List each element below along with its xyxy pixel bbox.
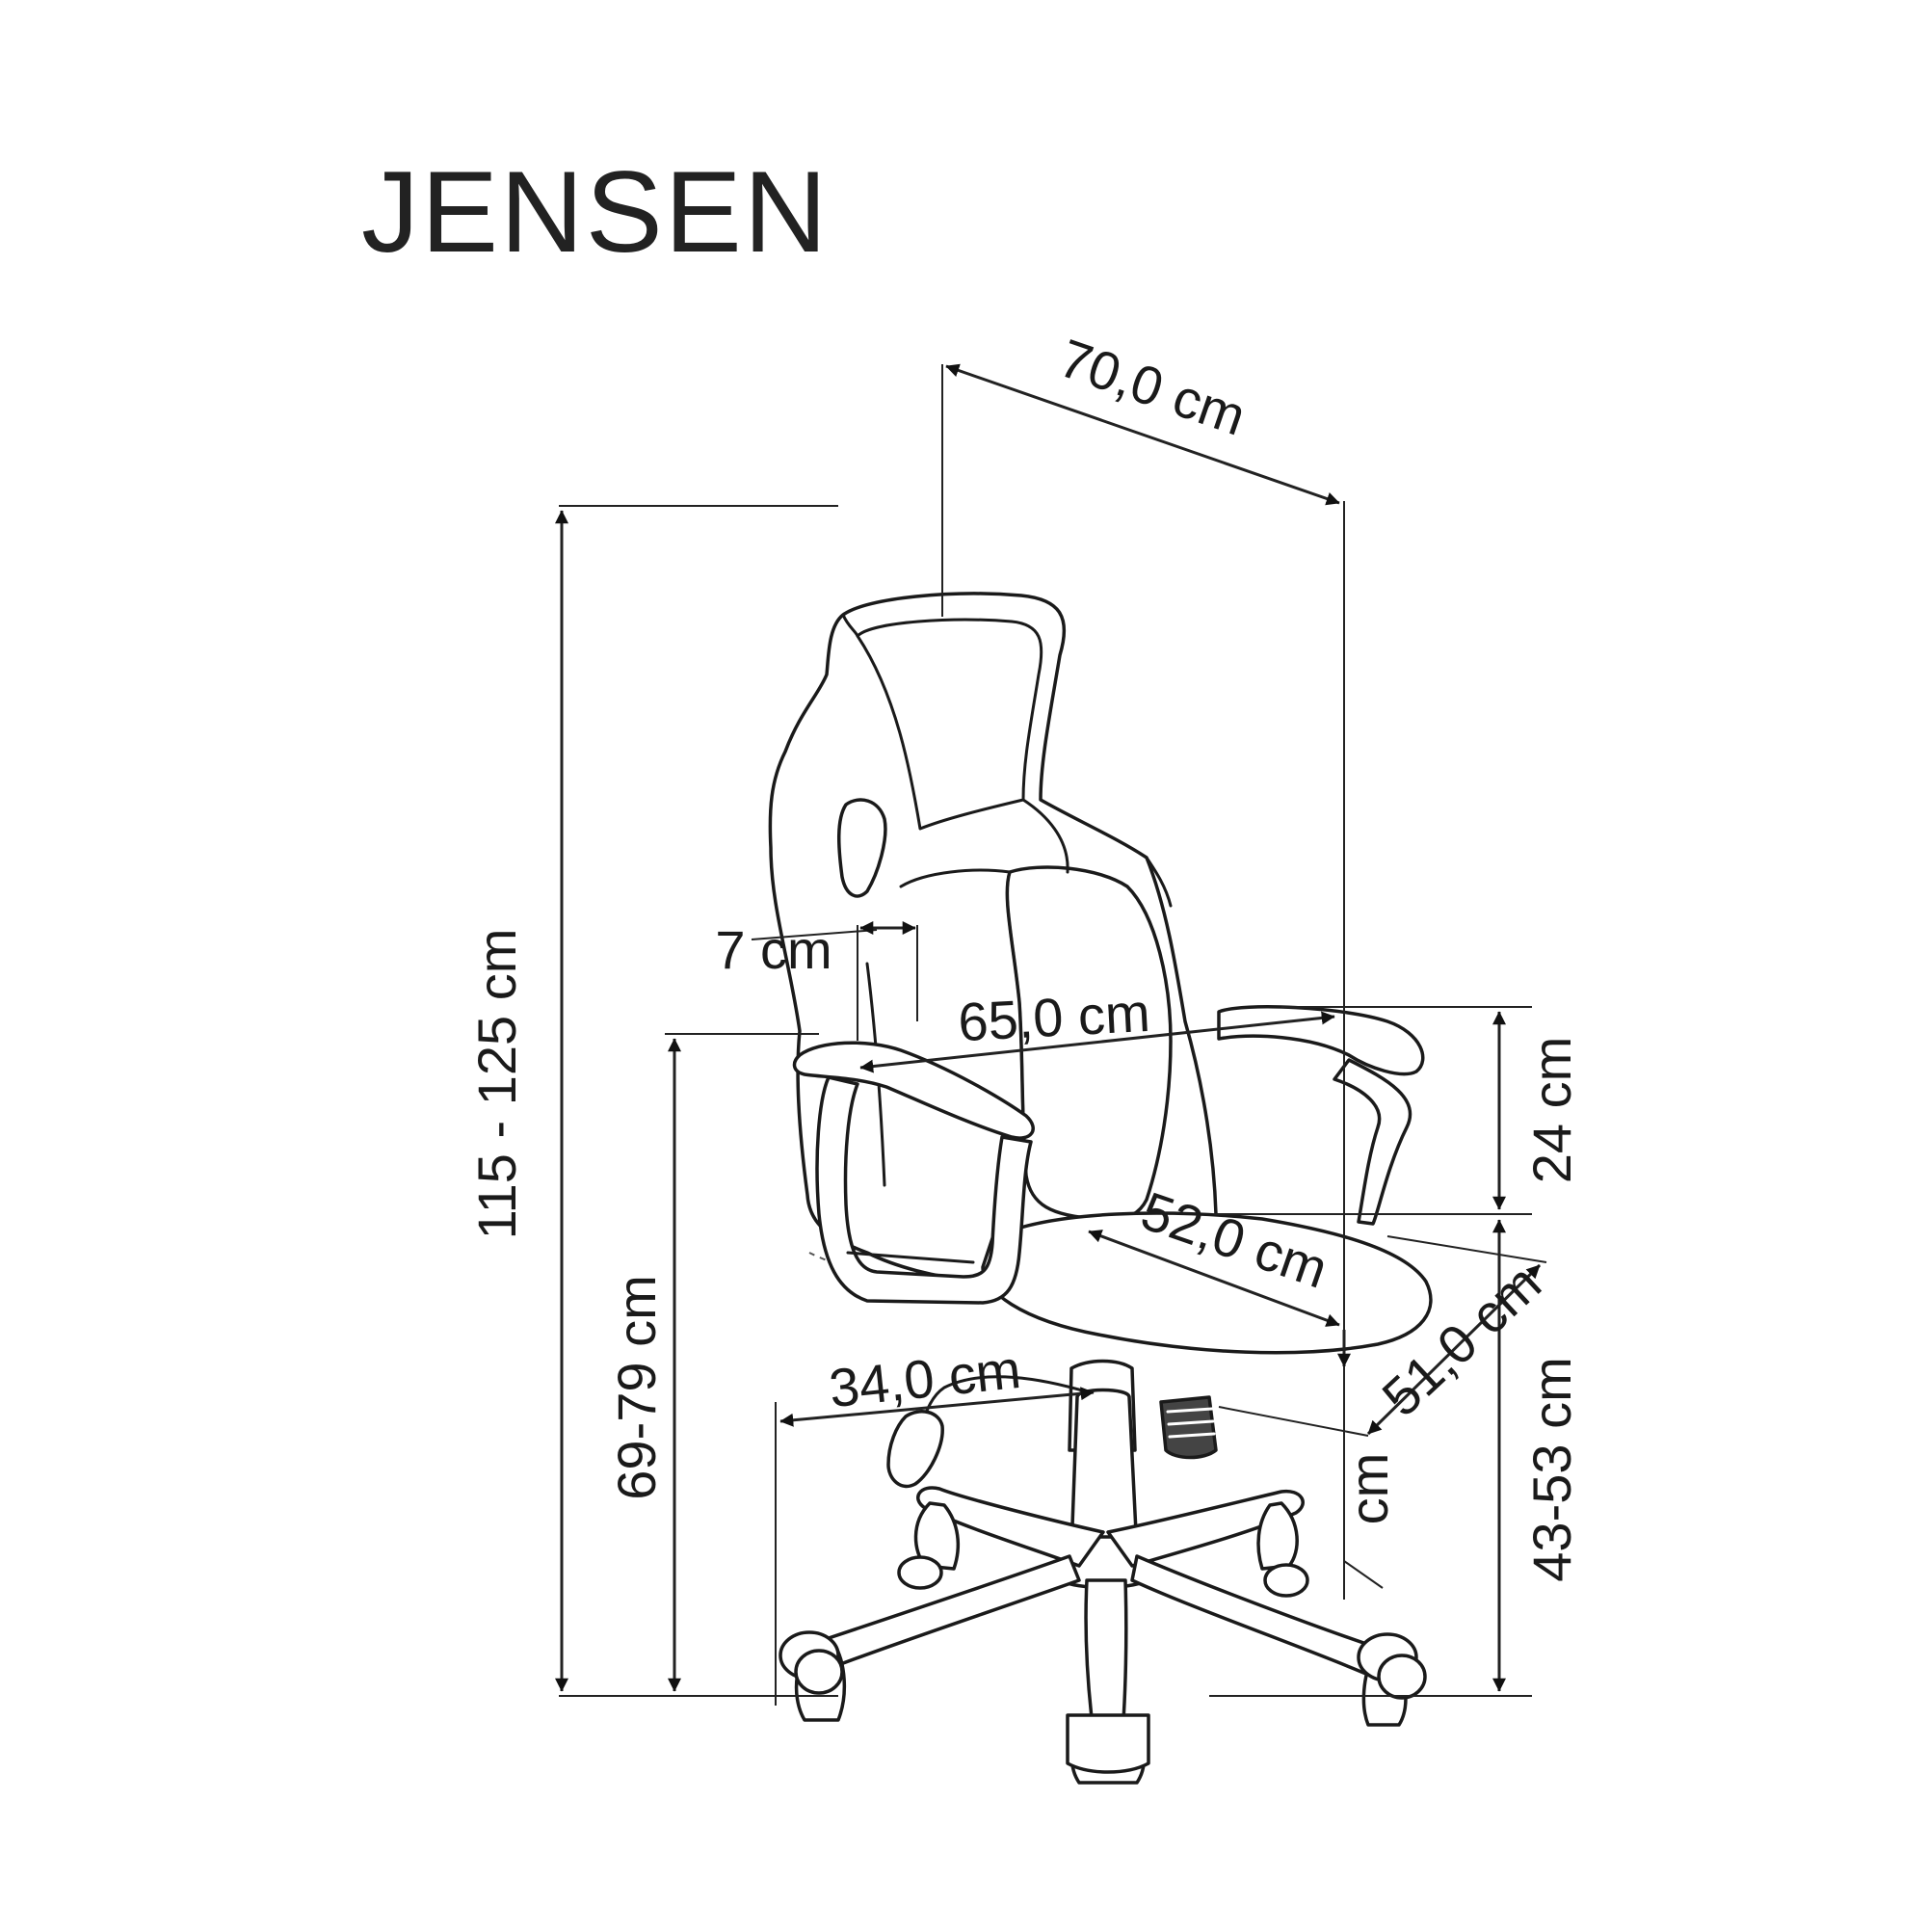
- depth-total-line: [945, 363, 1340, 506]
- caster-front-right: [1357, 1632, 1427, 1727]
- casters: [779, 1501, 1427, 1785]
- seat-width-line: [1366, 1263, 1542, 1436]
- label-height-total: 115 - 125 cm: [466, 929, 527, 1240]
- label-depth-total: 70,0 cm: [1052, 327, 1254, 446]
- armrest-gap-line: [779, 1387, 1095, 1427]
- caster-front-center: [1066, 1713, 1150, 1785]
- caster-back-right: [1256, 1501, 1309, 1598]
- dimension-lines: [555, 363, 1547, 1706]
- rear-armrest: [1217, 1005, 1425, 1226]
- label-seat-height: 43-53 cm: [1521, 1357, 1582, 1581]
- label-partial-unit: cm: [1338, 1453, 1399, 1525]
- label-armrest-height: 69-79 cm: [606, 1275, 667, 1499]
- caster-back-left: [897, 1501, 961, 1590]
- width-total-line: [859, 1011, 1335, 1073]
- label-armrest-gap: 34,0 cm: [827, 1338, 1024, 1418]
- caster-front-left: [779, 1630, 847, 1722]
- star-base: [808, 1486, 1398, 1736]
- chair-outline: [768, 592, 1433, 1785]
- label-width-total: 65,0 cm: [957, 982, 1151, 1052]
- seat-depth-line: [1088, 1230, 1340, 1327]
- label-backrest-thickness: 7 cm: [715, 919, 832, 980]
- product-title: JENSEN: [361, 147, 830, 277]
- gas-lift: [886, 1359, 1218, 1590]
- label-armrest-above-seat: 24 cm: [1521, 1037, 1582, 1184]
